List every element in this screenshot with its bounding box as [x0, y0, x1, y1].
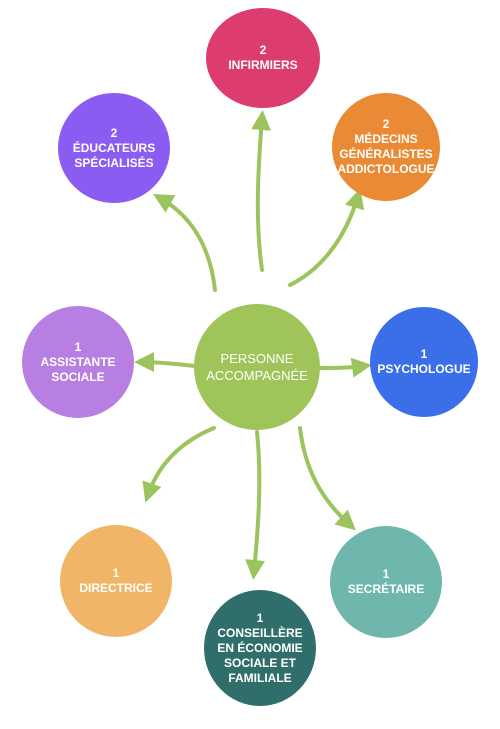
center-node-personne-accompagnee: PERSONNE ACCOMPAGNÉE [194, 304, 320, 430]
node-medecins: 2 MÉDECINS GÉNÉRALISTES ADDICTOLOGUE [332, 93, 440, 201]
node-psychologue: 1 PSYCHOLOGUE [370, 307, 478, 417]
node-count: 1 [112, 566, 120, 580]
arrow-to-psychologue [318, 357, 372, 378]
node-label: ÉDUCATEURS SPÉCIALISÉS [72, 140, 156, 170]
node-label: DIRECTRICE [79, 581, 153, 595]
arrow-to-directrice [142, 426, 216, 503]
node-label: PSYCHOLOGUE [377, 362, 471, 376]
arrow-to-medecins [288, 188, 365, 287]
node-count: 1 [420, 347, 428, 361]
node-label: INFIRMIERS [228, 58, 298, 72]
node-conseillere-esf: 1 CONSEILLÈRE EN ÉCONOMIE SOCIALE ET FAM… [204, 590, 316, 706]
node-count: 1 [256, 610, 264, 625]
node-educateurs-specialises: 2 ÉDUCATEURS SPÉCIALISÉS [58, 93, 170, 203]
node-label: SECRÉTAIRE [347, 582, 425, 596]
arrow-to-assistante [134, 352, 197, 373]
node-infirmiers: 2 INFIRMIERS [206, 8, 320, 108]
node-label: CONSEILLÈRE EN ÉCONOMIE SOCIALE ET FAMIL… [217, 625, 303, 685]
center-node-label: PERSONNE ACCOMPAGNÉE [206, 351, 308, 383]
node-assistante-sociale: 1 ASSISTANTE SOCIALE [22, 306, 134, 418]
node-secretaire: 1 SECRÉTAIRE [330, 526, 442, 638]
arrow-to-educateurs [153, 194, 217, 292]
node-count: 2 [259, 43, 267, 57]
node-label: ASSISTANTE SOCIALE [40, 354, 116, 384]
node-count: 2 [382, 117, 390, 131]
arrow-to-conseillere [245, 430, 266, 580]
node-directrice: 1 DIRECTRICE [60, 525, 172, 637]
node-count: 1 [74, 339, 82, 354]
node-label: MÉDECINS GÉNÉRALISTES ADDICTOLOGUE [337, 132, 435, 176]
node-count: 1 [382, 567, 390, 581]
arrow-to-secretaire [298, 426, 356, 531]
node-count: 2 [110, 125, 118, 140]
arrow-to-infirmiers [251, 110, 272, 272]
